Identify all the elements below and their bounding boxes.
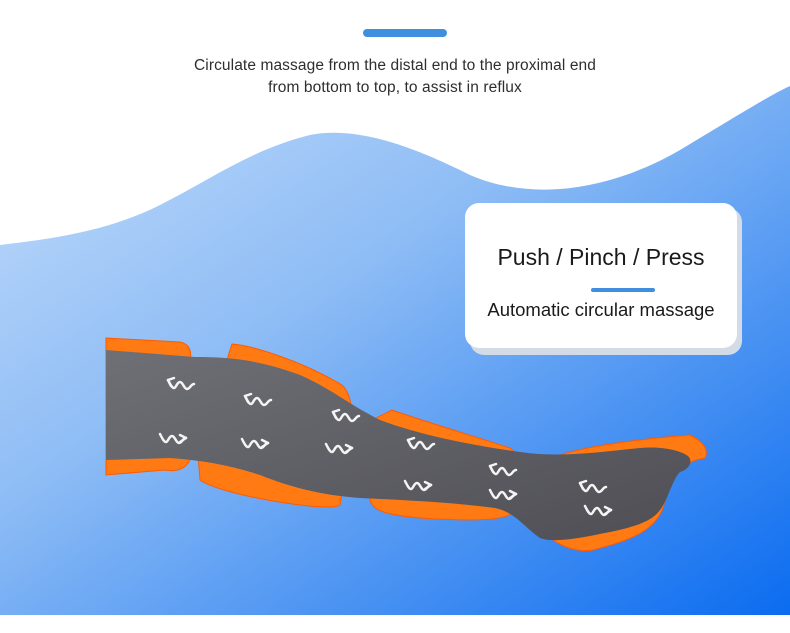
wavy-arrow-icon bbox=[166, 376, 196, 391]
caption-line-1: Circulate massage from the distal end to… bbox=[193, 57, 596, 74]
wavy-arrow-icon bbox=[578, 479, 608, 494]
card-divider bbox=[591, 288, 655, 292]
wavy-arrow-icon bbox=[324, 442, 354, 455]
gray-sleeve bbox=[106, 350, 691, 541]
wavy-arrow-icon bbox=[158, 432, 188, 445]
caption-line-2: from bottom to top, to assist in reflux bbox=[268, 79, 522, 96]
card-subtitle: Automatic circular massage bbox=[487, 299, 715, 320]
massage-direction-arrows bbox=[158, 376, 613, 517]
feature-card: Push / Pinch / Press Automatic circular … bbox=[465, 203, 737, 348]
card-title: Push / Pinch / Press bbox=[497, 244, 705, 270]
wavy-arrow-icon bbox=[240, 437, 270, 450]
wavy-arrow-icon bbox=[406, 436, 436, 451]
wavy-arrow-icon bbox=[488, 488, 518, 501]
top-accent-bar bbox=[363, 29, 447, 37]
wavy-arrow-icon bbox=[583, 504, 613, 517]
wavy-arrow-icon bbox=[488, 462, 518, 477]
wavy-arrow-icon bbox=[331, 408, 361, 423]
wavy-arrow-icon bbox=[403, 479, 433, 492]
wavy-arrow-icon bbox=[243, 392, 273, 407]
